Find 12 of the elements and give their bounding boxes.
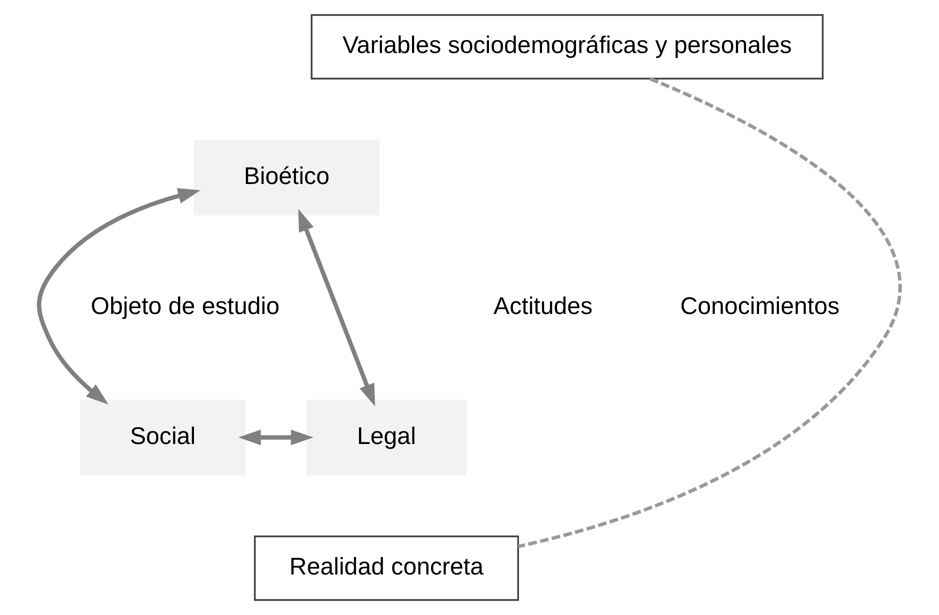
node-box: Variables sociodemográficas y personales [310,14,824,80]
arrow [238,430,313,446]
arrow [298,208,375,406]
label: Conocimientos [680,292,840,320]
node-box: Legal [306,400,466,476]
label: Actitudes [493,292,592,320]
label: Objeto de estudio [90,292,280,320]
node-box: Bioético [193,140,380,216]
node-box: Social [80,400,245,476]
node-box: Realidad concreta [253,536,518,601]
arrow [36,188,200,404]
connector [517,77,901,548]
